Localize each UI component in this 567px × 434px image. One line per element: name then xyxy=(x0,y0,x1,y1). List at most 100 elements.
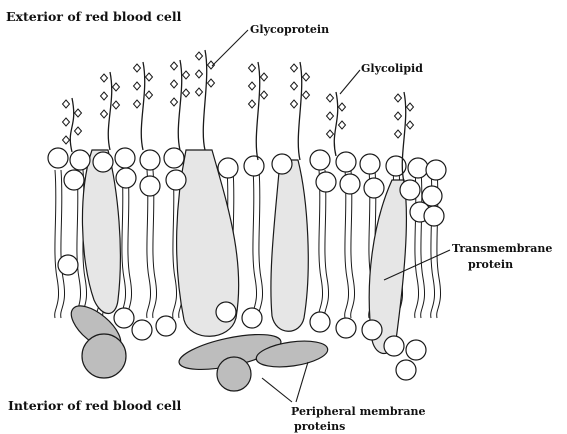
carbohydrate-stem xyxy=(178,60,181,150)
phospholipid-head xyxy=(426,160,446,180)
lipid-tail xyxy=(122,170,126,318)
sugar-unit xyxy=(196,88,203,96)
phospholipid-head xyxy=(364,178,384,198)
carbohydrate-stem xyxy=(108,72,111,150)
sugar-unit xyxy=(407,121,414,129)
exterior-label: Exterior of red blood cell xyxy=(6,9,182,24)
transmembrane-label-line1: Transmembrane xyxy=(452,242,552,255)
sugar-unit xyxy=(395,112,402,120)
sugar-unit xyxy=(208,79,215,87)
peripheral-label-line2: proteins xyxy=(294,420,345,433)
sugar-unit xyxy=(327,94,334,102)
sugar-unit xyxy=(196,52,203,60)
phospholipid-head xyxy=(156,316,176,336)
lipid-tail xyxy=(319,170,323,318)
peripheral-protein xyxy=(82,334,126,378)
leader-line xyxy=(296,362,308,402)
sugar-unit xyxy=(134,64,141,72)
sugar-unit xyxy=(327,130,334,138)
phospholipid-head xyxy=(48,148,68,168)
sugar-unit xyxy=(407,103,414,111)
lipid-tail xyxy=(61,170,65,318)
carbohydrate-stem xyxy=(203,50,206,150)
sugar-unit xyxy=(249,82,256,90)
transmembrane-protein xyxy=(82,150,120,314)
leader-line xyxy=(262,378,292,402)
glycoprotein-label: Glycoprotein xyxy=(250,23,329,36)
phospholipid-head xyxy=(408,158,428,178)
sugar-unit xyxy=(134,82,141,90)
phospholipid-head xyxy=(116,168,136,188)
sugar-unit xyxy=(63,118,70,126)
phospholipid-head xyxy=(58,255,78,275)
sugar-unit xyxy=(291,100,298,108)
sugar-unit xyxy=(101,110,108,118)
sugar-unit xyxy=(146,73,153,81)
leader-line xyxy=(340,70,360,94)
sugar-unit xyxy=(395,130,402,138)
peripheral-label-line1: Peripheral membrane xyxy=(291,405,425,418)
interior-label: Interior of red blood cell xyxy=(8,398,182,413)
sugar-unit xyxy=(303,91,310,99)
sugar-unit xyxy=(63,100,70,108)
sugar-unit xyxy=(196,70,203,78)
sugar-unit xyxy=(146,91,153,99)
phospholipid-head xyxy=(396,360,416,380)
phospholipid-head xyxy=(242,308,262,328)
lipid-tail xyxy=(259,170,263,318)
sugar-unit xyxy=(183,89,190,97)
phospholipid-head xyxy=(166,170,186,190)
phospholipid-head xyxy=(310,312,330,332)
sugar-unit xyxy=(291,64,298,72)
phospholipid-head xyxy=(244,156,264,176)
carbohydrate-stem xyxy=(256,62,259,160)
phospholipid-head xyxy=(216,302,236,322)
sugar-unit xyxy=(101,74,108,82)
phospholipid-head xyxy=(336,152,356,172)
sugar-unit xyxy=(339,103,346,111)
sugar-unit xyxy=(113,101,120,109)
phospholipid-head xyxy=(140,176,160,196)
sugar-unit xyxy=(249,100,256,108)
phospholipid-head xyxy=(336,318,356,338)
phospholipid-head xyxy=(132,320,152,340)
sugar-unit xyxy=(101,92,108,100)
carbohydrate-stem xyxy=(141,62,144,150)
sugar-unit xyxy=(63,136,70,144)
carbohydrate-stem xyxy=(298,62,301,160)
transmembrane-protein xyxy=(271,160,308,331)
sugar-unit xyxy=(339,121,346,129)
sugar-unit xyxy=(261,73,268,81)
phospholipid-head xyxy=(115,148,135,168)
phospholipid-head xyxy=(400,180,420,200)
peripheral-protein xyxy=(217,357,251,391)
sugar-unit xyxy=(249,64,256,72)
phospholipid-head xyxy=(140,150,160,170)
phospholipid-head xyxy=(218,158,238,178)
transmembrane-label-line2: protein xyxy=(468,258,513,271)
sugar-unit xyxy=(134,100,141,108)
leader-line xyxy=(212,30,248,66)
sugar-unit xyxy=(75,109,82,117)
phospholipid-head xyxy=(340,174,360,194)
phospholipid-head xyxy=(360,154,380,174)
carbohydrate-stem xyxy=(70,98,73,152)
glycolipid-label: Glycolipid xyxy=(361,62,423,75)
phospholipid-head xyxy=(64,170,84,190)
phospholipid-head xyxy=(164,148,184,168)
sugar-unit xyxy=(171,80,178,88)
phospholipid-head xyxy=(316,172,336,192)
lipid-tail xyxy=(77,170,81,318)
sugar-unit xyxy=(75,127,82,135)
sugar-unit xyxy=(183,71,190,79)
sugar-unit xyxy=(327,112,334,120)
sugar-unit xyxy=(171,98,178,106)
carbohydrate-stem xyxy=(334,92,337,156)
sugar-unit xyxy=(303,73,310,81)
phospholipid-head xyxy=(384,336,404,356)
phospholipid-head xyxy=(272,154,292,174)
sugar-unit xyxy=(113,83,120,91)
sugar-unit xyxy=(395,94,402,102)
